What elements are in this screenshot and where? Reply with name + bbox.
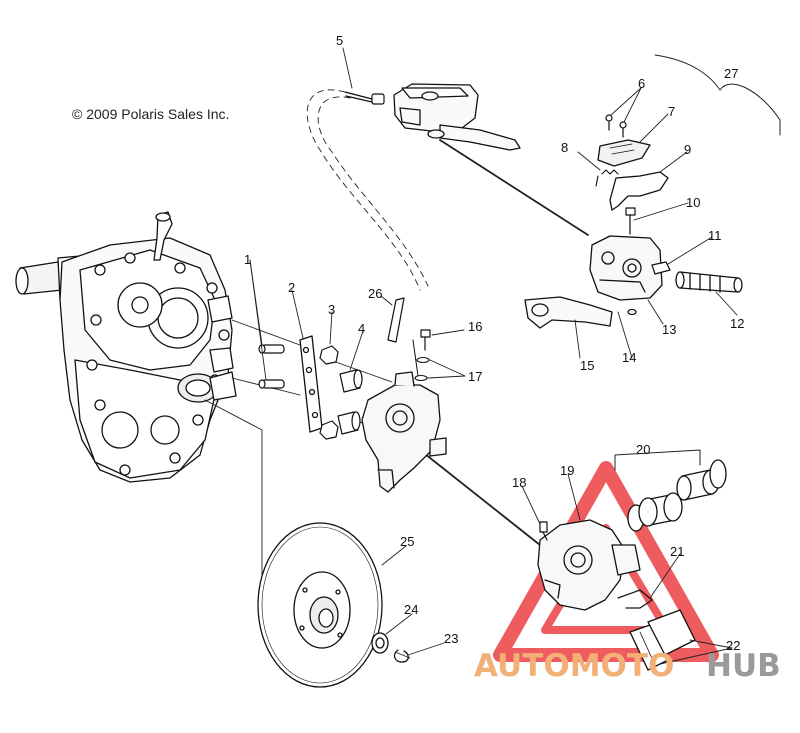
- throttle-cover-screws: [605, 114, 627, 138]
- throttle-screw: [625, 207, 636, 235]
- callout-25: 25: [400, 534, 414, 549]
- throttle-cover: [597, 139, 651, 167]
- group-bracket-20: [614, 449, 701, 471]
- lever-pin: [651, 261, 671, 275]
- gearcase-housing: [15, 211, 237, 483]
- throttle-grip-tube: [675, 271, 743, 293]
- crush-washers: [412, 339, 430, 382]
- callout-1: 1: [244, 252, 251, 267]
- callout-8: 8: [561, 140, 568, 155]
- throttle-arm: [609, 171, 669, 211]
- copyright-text: © 2009 Polaris Sales Inc.: [72, 106, 230, 122]
- callout-23: 23: [444, 631, 458, 646]
- banjo-bolt: [420, 329, 431, 351]
- svg-text:HUB: HUB: [706, 648, 781, 684]
- watermark-logo: AUTOMOTO HUB: [474, 648, 781, 684]
- group-bracket-27: [654, 54, 781, 136]
- bushings: [337, 369, 363, 435]
- callout-9: 9: [684, 142, 691, 157]
- callout-2: 2: [288, 280, 295, 295]
- svg-text:AUTOMOTO: AUTOMOTO: [474, 648, 674, 684]
- callout-14: 14: [622, 350, 636, 365]
- callout-11: 11: [708, 228, 722, 243]
- caliper-center: [361, 371, 447, 493]
- callout-22: 22: [726, 638, 740, 653]
- disc-washer: [371, 632, 389, 654]
- callout-12: 12: [730, 316, 744, 331]
- snap-ring: [393, 649, 409, 663]
- callout-17: 17: [468, 369, 482, 384]
- callout-16: 16: [468, 319, 482, 334]
- bleeder-valve: [539, 521, 548, 541]
- pistons-seals: [627, 459, 727, 532]
- throttle-spring: [595, 169, 619, 187]
- brake-lever: [524, 296, 613, 329]
- callout-6: 6: [638, 76, 645, 91]
- brake-line: [306, 89, 429, 291]
- callout-5: 5: [336, 33, 343, 48]
- brake-hose-26: [387, 297, 405, 343]
- callout-27: 27: [724, 66, 738, 81]
- leader-lines: [249, 47, 738, 665]
- mount-nuts: [319, 345, 339, 440]
- callout-7: 7: [668, 104, 675, 119]
- callout-26: 26: [368, 286, 382, 301]
- callout-13: 13: [662, 322, 676, 337]
- master-cylinder-lever: [393, 83, 521, 151]
- callout-4: 4: [358, 321, 365, 336]
- callout-10: 10: [686, 195, 700, 210]
- brake-pads: [629, 609, 696, 671]
- callout-15: 15: [580, 358, 594, 373]
- brake-cable-end: [344, 91, 385, 105]
- axis-lines: [204, 139, 589, 659]
- brake-disc: [257, 522, 383, 688]
- mount-bracket: [299, 335, 323, 433]
- callout-21: 21: [670, 544, 684, 559]
- pad-spring: [617, 589, 653, 609]
- o-ring-small: [627, 308, 637, 316]
- callout-3: 3: [328, 302, 335, 317]
- callout-19: 19: [560, 463, 574, 478]
- caliper-right: [537, 519, 641, 611]
- throttle-housing: [589, 235, 663, 301]
- callout-18: 18: [512, 475, 526, 490]
- callout-24: 24: [404, 602, 418, 617]
- mount-bolts: [258, 344, 285, 389]
- callout-20: 20: [636, 442, 650, 457]
